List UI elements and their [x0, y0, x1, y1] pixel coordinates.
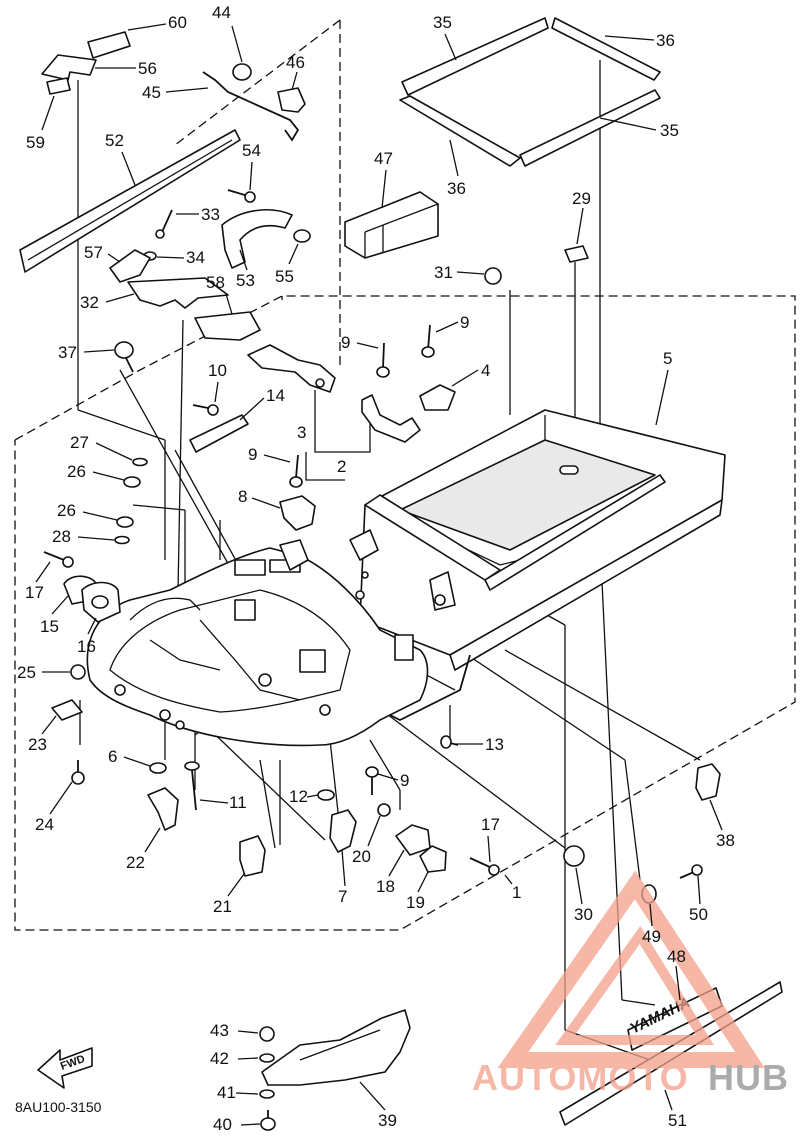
part-label-42: 42: [210, 1049, 229, 1068]
part-label-15: 15: [40, 617, 59, 636]
part-label-23: 23: [28, 735, 47, 754]
part-label-51: 51: [668, 1111, 687, 1130]
part-label-10: 10: [208, 361, 227, 380]
part-label-30: 30: [574, 905, 593, 924]
part-label-44: 44: [212, 3, 231, 22]
part-label-56: 56: [138, 59, 157, 78]
part-label-8: 8: [238, 487, 247, 506]
part-label-43: 43: [210, 1021, 229, 1040]
watermark-triangle-inner: [555, 925, 714, 1045]
part-label-20: 20: [352, 847, 371, 866]
part-label-33: 33: [201, 205, 220, 224]
catalog-code: 8AU100-3150: [15, 1099, 102, 1115]
part-label-53: 53: [236, 271, 255, 290]
part-label-32: 32: [80, 293, 99, 312]
part-label-4: 4: [481, 361, 490, 380]
part-label-54: 54: [242, 141, 261, 160]
fwd-arrow: FWD: [37, 1047, 93, 1089]
lower-small-parts: [259, 735, 721, 1131]
part-label-9-topright: 9: [460, 313, 469, 332]
part-label-1: 1: [512, 883, 521, 902]
part-label-9-topmid: 9: [341, 333, 350, 352]
part-label-57: 57: [84, 243, 103, 262]
part-label-9-mid: 9: [248, 445, 257, 464]
part-label-45: 45: [142, 83, 161, 102]
part-label-16: 16: [77, 637, 96, 656]
part-label-40: 40: [213, 1115, 232, 1134]
part-label-5: 5: [663, 349, 672, 368]
part-label-59: 59: [26, 133, 45, 152]
part-label-31: 31: [434, 263, 453, 282]
leader-lines: [77, 19, 701, 1061]
part-label-25: 25: [17, 663, 36, 682]
upper-left-parts: [19, 31, 311, 373]
part-label-21: 21: [213, 897, 232, 916]
part-label-3: 3: [297, 423, 306, 442]
watermark: AUTOMOTO HUB: [472, 870, 789, 1098]
watermark-text-hub: HUB: [708, 1057, 789, 1098]
part-label-35-top: 35: [433, 13, 452, 32]
part-label-12: 12: [289, 787, 308, 806]
part-label-60: 60: [168, 13, 187, 32]
part-label-48: 48: [667, 947, 686, 966]
part-label-6: 6: [108, 747, 117, 766]
part-label-17-left: 17: [25, 583, 44, 602]
part-label-47: 47: [374, 149, 393, 168]
part-label-9-lower: 9: [400, 771, 409, 790]
part-label-35-right: 35: [660, 121, 679, 140]
part-label-36-mid: 36: [447, 179, 466, 198]
part-label-11: 11: [229, 793, 247, 812]
part-label-17-right: 17: [481, 815, 500, 834]
seat-frame: [86, 409, 726, 747]
part-label-49: 49: [642, 927, 661, 946]
watermark-text-automoto: AUTOMOTO: [472, 1057, 689, 1098]
part-labels: 60 44 35 36 56 46 45 35 59 52 54 47 36 2…: [17, 3, 735, 1134]
part-label-13: 13: [485, 735, 504, 754]
part-label-2: 2: [337, 457, 346, 476]
part-label-38: 38: [716, 831, 735, 850]
part-label-24: 24: [35, 815, 54, 834]
part-label-19: 19: [406, 893, 425, 912]
part-label-50: 50: [689, 905, 708, 924]
part-label-37: 37: [58, 343, 77, 362]
watermark-triangle-outer: [497, 870, 765, 1068]
left-small-parts: [43, 404, 316, 877]
part-label-55: 55: [275, 267, 294, 286]
assembly-boundary: [14, 295, 796, 931]
part-label-58: 58: [206, 273, 225, 292]
part-label-18: 18: [376, 877, 395, 896]
part-label-36-top: 36: [656, 31, 675, 50]
part-label-26-lower: 26: [57, 501, 76, 520]
part-label-39: 39: [378, 1111, 397, 1130]
part-label-26-upper: 26: [67, 462, 86, 481]
part-label-41: 41: [217, 1083, 236, 1102]
part-label-27: 27: [70, 433, 89, 452]
part-label-28: 28: [52, 527, 71, 546]
part-label-7: 7: [338, 887, 347, 906]
part-label-14: 14: [266, 386, 285, 405]
upper-right-parts: [247, 17, 661, 443]
part-label-46: 46: [286, 53, 305, 72]
part-label-29: 29: [572, 189, 591, 208]
part-label-22: 22: [126, 853, 145, 872]
part-label-52: 52: [105, 131, 124, 150]
part-label-34: 34: [186, 248, 205, 267]
